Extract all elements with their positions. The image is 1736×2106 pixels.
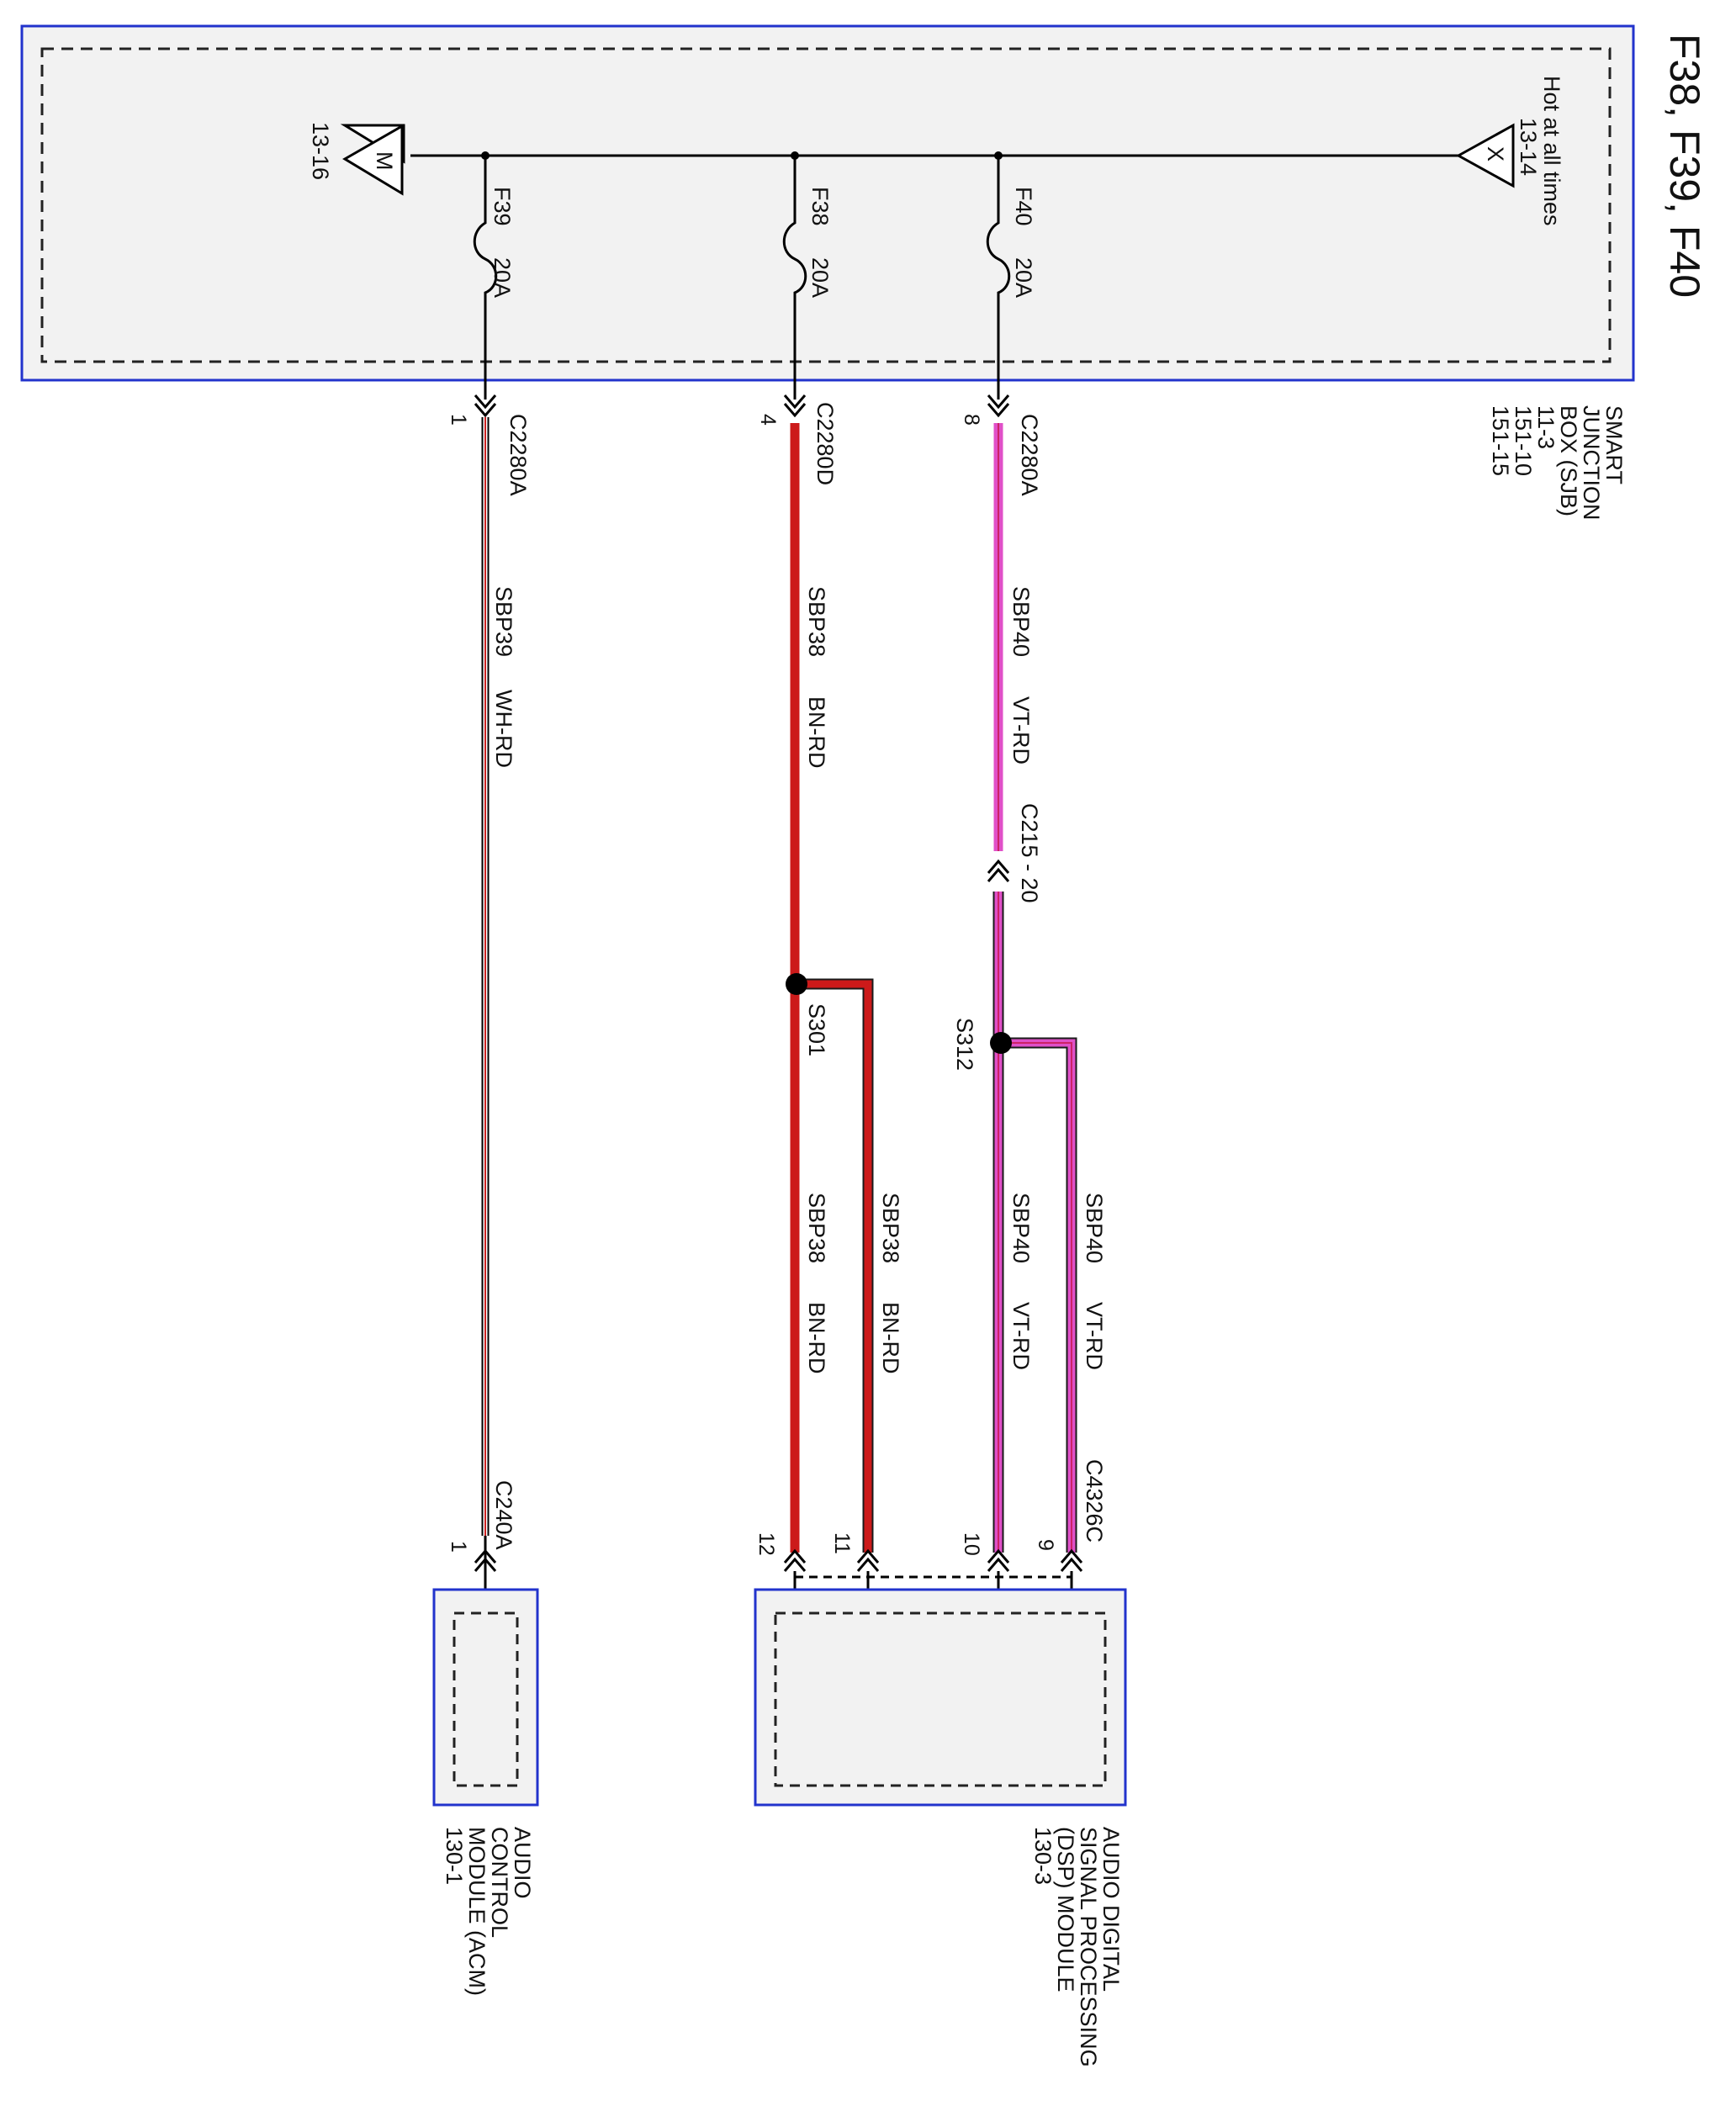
acm-label-line-1: AUDIO [510, 1827, 535, 1899]
fuse-f40-name: F40 [1011, 187, 1036, 226]
dsp-label-line-4: 130-3 [1030, 1827, 1056, 1885]
sjb-label: SMART JUNCTION BOX (SJB) 11-3 151-10 151… [1488, 405, 1627, 521]
circuit-sbp40: C2280A 8 SBP40 VT-RD C215 - 20 S312 SBP4… [952, 414, 1107, 1556]
sjb-inner-dashed [40, 47, 1612, 363]
c38-color: BN-RD [804, 696, 829, 769]
source-ref: 13-14 [1516, 118, 1541, 176]
dsp-inner-dashed [774, 1611, 1107, 1787]
hot-label: Hot at all times [1539, 76, 1564, 226]
c40a-color: VT-RD [1008, 1302, 1034, 1370]
source-terminal-letter: X [1483, 146, 1508, 161]
c38a-pin: 12 [754, 1532, 778, 1556]
c39-color: WH-RD [491, 690, 516, 768]
c40a-circuit: SBP40 [1008, 1193, 1034, 1263]
ground-ref: 13-16 [308, 122, 333, 180]
c40-circuit: SBP40 [1008, 586, 1034, 657]
c40-color: VT-RD [1008, 696, 1034, 765]
c40b-color: VT-RD [1082, 1302, 1107, 1370]
c40-inline-connector: C215 - 20 [1017, 803, 1042, 903]
dsp-connector: C4326C [1082, 1459, 1107, 1542]
sjb-outline [20, 24, 1635, 382]
c40a-pin: 10 [960, 1532, 983, 1556]
c38a-circuit: SBP38 [804, 1193, 829, 1263]
dsp-label-line-1: AUDIO DIGITAL [1098, 1827, 1124, 1992]
sjb-label-line-2: JUNCTION [1579, 405, 1604, 521]
c38b-circuit: SBP38 [878, 1193, 903, 1263]
acm-module: AUDIO CONTROL MODULE (ACM) 130-1 [432, 1588, 539, 1996]
c38a-color: BN-RD [804, 1302, 829, 1374]
splice-s301-dot [786, 973, 807, 995]
dsp-outline [754, 1588, 1127, 1807]
c38-pin: 4 [756, 414, 780, 426]
splice-s301: S301 [804, 1003, 829, 1056]
splice-s312: S312 [952, 1018, 977, 1071]
fuse-f38-rating: 20A [807, 257, 833, 298]
c38-circuit: SBP38 [804, 586, 829, 657]
sjb-label-line-1: SMART [1601, 405, 1627, 484]
acm-label-line-3: MODULE (ACM) [464, 1827, 490, 1996]
splice-s312-dot [990, 1032, 1012, 1054]
sjb-label-line-4: 11-3 [1533, 405, 1559, 449]
c40-connector: C2280A [1017, 414, 1042, 496]
fuse-f38-name: F38 [807, 187, 833, 226]
c40-pin: 8 [960, 414, 983, 426]
fuse-f40: F40 20A [986, 156, 1036, 400]
c38b-color: BN-RD [878, 1302, 903, 1374]
sjb-label-line-5: 151-10 [1511, 405, 1536, 476]
fuse-f39-name: F39 [490, 187, 515, 226]
dsp-module: AUDIO DIGITAL SIGNAL PROCESSING (DSP) MO… [754, 1588, 1127, 2067]
dsp-label-line-3: (DSP) MODULE [1053, 1827, 1078, 1992]
acm-label-line-4: 130-1 [442, 1827, 467, 1885]
c39-circuit: SBP39 [491, 586, 516, 657]
fuse-f40-rating: 20A [1011, 257, 1036, 298]
circuit-sbp39: C2280A 1 SBP39 WH-RD C240A 1 [447, 414, 531, 1615]
acm-label-line-2: CONTROL [487, 1827, 512, 1938]
c39-end-pin: 1 [447, 1541, 470, 1553]
source-terminal-triangle [1455, 123, 1515, 188]
sjb-label-line-3: BOX (SJB) [1556, 405, 1581, 516]
c40b-pin: 9 [1034, 1539, 1057, 1551]
c40b-circuit: SBP40 [1082, 1193, 1107, 1263]
fuse-f39: F39 20A [473, 156, 515, 400]
circuit-sbp38: C2280D 4 SBP38 BN-RD S301 SBP38 BN-RD SB… [754, 402, 903, 1556]
sjb-label-line-6: 151-15 [1488, 405, 1513, 476]
c38b-pin: 11 [830, 1532, 854, 1554]
ground-terminal-shape [342, 124, 404, 196]
c39-end-connector: C240A [491, 1480, 516, 1550]
acm-outline [432, 1588, 539, 1807]
ground-terminal-letter: M [372, 151, 397, 171]
page-title: F38, F39, F40 [1661, 34, 1708, 298]
fuse-f38: F38 20A [782, 156, 833, 400]
c39-connector: C2280A [505, 414, 531, 496]
fuse-f39-rating: 20A [490, 257, 515, 298]
c39-pin: 1 [447, 414, 470, 426]
c38-connector: C2280D [812, 402, 838, 485]
dsp-label-line-2: SIGNAL PROCESSING [1076, 1827, 1101, 2067]
c2280-connector-marks [474, 394, 1010, 418]
smart-junction-box: X 13-14 Hot at all times M 13-16 F39 20A… [20, 24, 1635, 400]
